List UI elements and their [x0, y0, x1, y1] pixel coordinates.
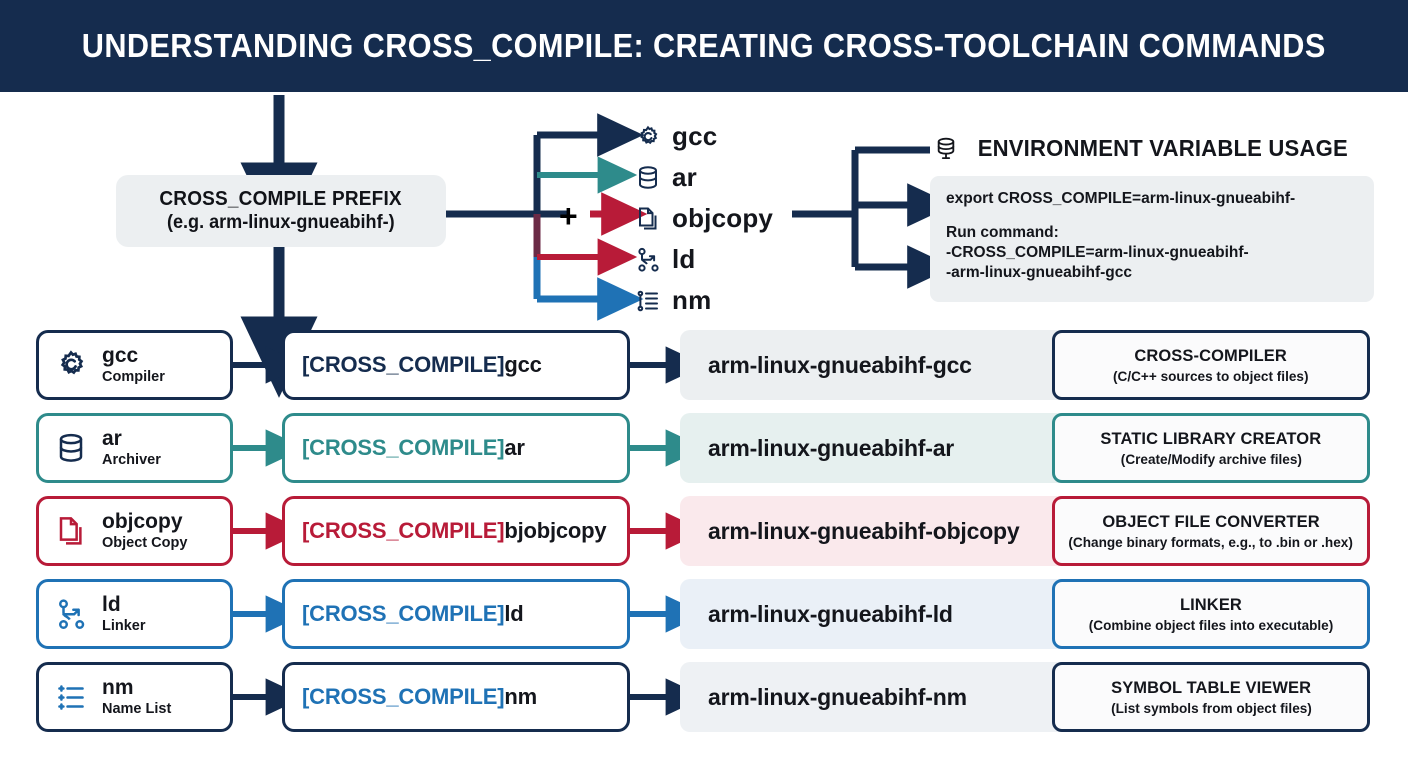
tool-description: Object Copy [102, 534, 188, 551]
command-prefix: [CROSS_COMPILE] [302, 518, 505, 543]
command-suffix: ld [504, 601, 524, 626]
branch-icon [634, 246, 662, 274]
env-export-line: export CROSS_COMPILE=arm-linux-gnueabihf… [946, 190, 1296, 207]
command-template-card[interactable]: [CROSS_COMPILE]gcc [282, 330, 630, 400]
database-icon [53, 430, 89, 466]
prefix-subtitle: (e.g. arm-linux-gnueabihf-) [167, 212, 395, 233]
tool-list-item-nm: nm [634, 280, 874, 321]
tool-list-item-objcopy: objcopy [634, 198, 874, 239]
role-title: LINKER [1180, 595, 1242, 614]
page-title: UNDERSTANDING CROSS_COMPILE: CREATING CR… [82, 27, 1326, 64]
tool-name: gcc [672, 121, 718, 151]
cross-compile-prefix-box: CROSS_COMPILE PREFIX (e.g. arm-linux-gnu… [116, 175, 446, 247]
command-suffix: bjobjcopy [504, 518, 607, 543]
table-row: nm Name List [CROSS_COMPILE]nm arm-linux… [0, 662, 1408, 732]
env-run-line-2: -arm-linux-gnueabihf-gcc [946, 263, 1133, 281]
env-run-line-1: -CROSS_COMPILE=arm-linux-gnueabihf- [946, 243, 1249, 261]
tool-name: gcc [102, 343, 139, 367]
copy-icon [53, 513, 89, 549]
list-icon [53, 679, 89, 715]
tool-card-ar[interactable]: ar Archiver [36, 413, 233, 483]
header-banner: UNDERSTANDING CROSS_COMPILE: CREATING CR… [0, 0, 1408, 92]
prefix-title: CROSS_COMPILE PREFIX [159, 188, 403, 210]
tool-card-objcopy[interactable]: objcopy Object Copy [36, 496, 233, 566]
command-prefix: [CROSS_COMPILE] [302, 684, 505, 709]
role-title: SYMBOL TABLE VIEWER [1110, 678, 1312, 697]
tool-card-nm[interactable]: nm Name List [36, 662, 233, 732]
tool-name: ar [672, 162, 697, 192]
command-template-card[interactable]: [CROSS_COMPILE]ar [282, 413, 630, 483]
command-suffix: gcc [504, 352, 542, 377]
command-template-card[interactable]: [CROSS_COMPILE]ld [282, 579, 630, 649]
tool-name: nm [672, 285, 712, 315]
gear-icon [634, 123, 662, 151]
role-description: (List symbols from object files) [1110, 700, 1312, 716]
role-description: (C/C++ sources to object files) [1113, 368, 1309, 384]
tool-name: nm [102, 675, 134, 699]
command-prefix: [CROSS_COMPILE] [302, 601, 505, 626]
role-card[interactable]: CROSS-COMPILER (C/C++ sources to object … [1052, 330, 1370, 400]
branch-icon [53, 596, 89, 632]
tool-card-ld[interactable]: ld Linker [36, 579, 233, 649]
tool-list: gcc ar objcopy [634, 116, 874, 321]
env-usage-title: ENVIRONMENT VARIABLE USAGE [977, 134, 1348, 161]
tool-description: Name List [102, 700, 172, 717]
database-icon [634, 164, 662, 192]
gear-icon [53, 347, 89, 383]
env-usage-box: export CROSS_COMPILE=arm-linux-gnueabihf… [930, 176, 1374, 302]
tool-name: objcopy [102, 509, 183, 533]
role-card[interactable]: LINKER (Combine object files into execut… [1052, 579, 1370, 649]
table-row: objcopy Object Copy [CROSS_COMPILE]bjobj… [0, 496, 1408, 566]
tool-description: Linker [102, 617, 146, 634]
role-description: (Change binary formats, e.g., to .bin or… [1068, 534, 1354, 550]
command-prefix: [CROSS_COMPILE] [302, 435, 505, 460]
resolved-command: arm-linux-gnueabihf-ar [708, 434, 955, 461]
role-card[interactable]: OBJECT FILE CONVERTER (Change binary for… [1052, 496, 1370, 566]
role-title: OBJECT FILE CONVERTER [1102, 512, 1320, 531]
tool-name: ld [672, 244, 696, 274]
tool-list-item-ld: ld [634, 239, 874, 280]
command-suffix: nm [504, 684, 537, 709]
role-title: STATIC LIBRARY CREATOR [1100, 429, 1322, 448]
table-row: ar Archiver [CROSS_COMPILE]ar arm-linux-… [0, 413, 1408, 483]
tool-card-gcc[interactable]: gcc Compiler [36, 330, 233, 400]
table-row: gcc Compiler [CROSS_COMPILE]gcc arm-linu… [0, 330, 1408, 400]
resolved-command: arm-linux-gnueabihf-nm [708, 683, 967, 710]
tool-name: ld [102, 592, 121, 616]
resolved-command: arm-linux-gnueabihf-objcopy [708, 517, 1020, 544]
command-suffix: ar [504, 435, 525, 460]
env-usage-heading: ENVIRONMENT VARIABLE USAGE [935, 134, 1356, 162]
role-description: (Combine object files into executable) [1088, 617, 1334, 633]
tool-description: Archiver [102, 451, 161, 468]
tool-description: Compiler [102, 368, 165, 385]
copy-icon [634, 205, 662, 233]
command-prefix: [CROSS_COMPILE] [302, 352, 505, 377]
table-row: ld Linker [CROSS_COMPILE]ld arm-linux-gn… [0, 579, 1408, 649]
role-card[interactable]: STATIC LIBRARY CREATOR (Create/Modify ar… [1052, 413, 1370, 483]
tool-list-item-gcc: gcc [634, 116, 874, 157]
database-icon [935, 134, 961, 162]
plus-symbol: + [559, 198, 578, 234]
resolved-command: arm-linux-gnueabihf-gcc [708, 351, 972, 378]
role-description: (Create/Modify archive files) [1120, 451, 1302, 467]
tool-list-item-ar: ar [634, 157, 874, 198]
tool-name: ar [102, 426, 122, 450]
list-icon [634, 287, 662, 315]
role-card[interactable]: SYMBOL TABLE VIEWER (List symbols from o… [1052, 662, 1370, 732]
role-title: CROSS-COMPILER [1134, 346, 1288, 365]
resolved-command: arm-linux-gnueabihf-ld [708, 600, 953, 627]
env-run-label: Run command: [946, 224, 1059, 241]
command-template-card[interactable]: [CROSS_COMPILE]bjobjcopy [282, 496, 630, 566]
tool-name: objcopy [672, 203, 774, 233]
command-template-card[interactable]: [CROSS_COMPILE]nm [282, 662, 630, 732]
